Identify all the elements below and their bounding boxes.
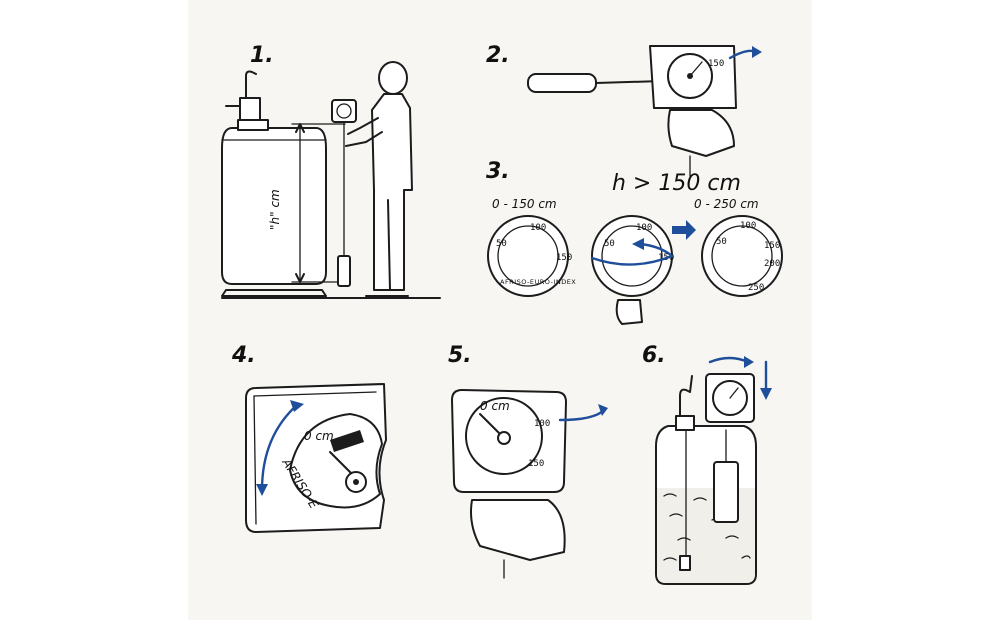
step-5-number: 5. <box>448 343 472 368</box>
gauge-step2: 150 <box>649 45 737 109</box>
screwdriver <box>527 73 663 93</box>
svg-text:100: 100 <box>530 223 546 233</box>
hand-step2 <box>667 109 735 177</box>
svg-text:200: 200 <box>764 259 780 269</box>
svg-text:50: 50 <box>496 239 507 249</box>
step-4-panel: 4. 0 cm AFRISO-E <box>231 343 387 533</box>
range-a-label: 0 - 150 cm <box>492 197 557 211</box>
rotate-arrow-step4 <box>260 402 300 492</box>
dial-turning: 50 100 150 <box>590 215 675 325</box>
dial-150: 50 100 150 AFRISO-EURO-INDEX <box>487 215 576 297</box>
step-6-panel: 6. <box>642 343 772 585</box>
step-4-number: 4. <box>231 343 256 368</box>
zero-label-step4: 0 cm <box>304 429 334 443</box>
step-2-number: 2. <box>486 43 510 68</box>
svg-text:150: 150 <box>708 59 724 69</box>
gauge-step6 <box>705 373 755 423</box>
svg-text:250: 250 <box>748 283 764 293</box>
svg-text:150: 150 <box>556 253 572 263</box>
hand-step5 <box>470 499 566 579</box>
step-6-number: 6. <box>642 343 666 368</box>
svg-text:100: 100 <box>534 419 550 429</box>
person-holding-gauge <box>345 61 413 297</box>
rotate-arrow-step6 <box>708 356 750 364</box>
gauge-step1 <box>331 99 357 287</box>
tank-step6 <box>655 375 757 585</box>
step-1-panel: 1. "h" cm <box>221 43 441 299</box>
step-5-panel: 5. 0 cm 100 150 <box>448 343 608 579</box>
height-measure-arrow: "h" cm <box>268 123 346 283</box>
height-label: "h" cm <box>268 189 282 230</box>
svg-text:150: 150 <box>764 241 780 251</box>
switch-arrow <box>672 220 696 240</box>
svg-text:50: 50 <box>716 237 727 247</box>
svg-text:100: 100 <box>740 221 756 231</box>
svg-text:50: 50 <box>604 239 615 249</box>
step-1-number: 1. <box>250 43 274 68</box>
filler-fitting-step1 <box>225 70 261 121</box>
range-b-label: 0 - 250 cm <box>694 197 759 211</box>
svg-text:100: 100 <box>636 223 652 233</box>
svg-text:AFRISO-EURO-INDEX: AFRISO-EURO-INDEX <box>500 278 576 286</box>
condition-text: h > 150 cm <box>612 171 741 196</box>
step-3-number: 3. <box>486 159 510 184</box>
zero-label-step5: 0 cm <box>480 399 510 413</box>
svg-text:150: 150 <box>528 459 544 469</box>
dial-250: 50 100 150 200 250 <box>701 215 783 297</box>
step-3-panel: 3. h > 150 cm 0 - 150 cm 0 - 250 cm 50 1… <box>486 159 783 325</box>
step-2-panel: 2. 150 <box>486 43 762 177</box>
